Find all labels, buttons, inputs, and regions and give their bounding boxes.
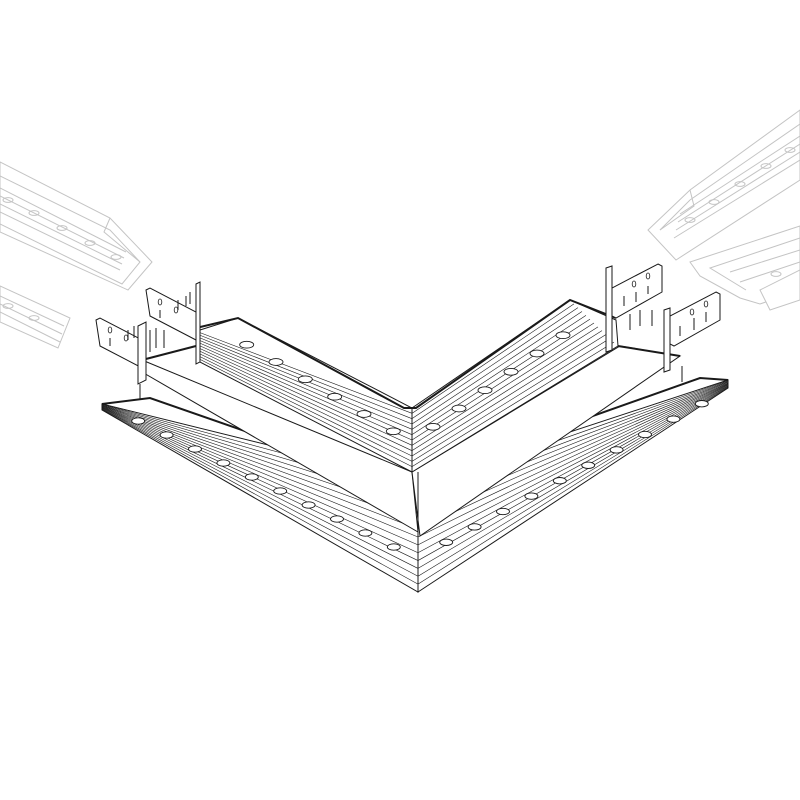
outer-right-flange-ribs	[417, 380, 729, 585]
mounting-hole	[273, 487, 288, 495]
mounting-hole	[216, 459, 231, 467]
mounting-hole	[524, 492, 539, 500]
flange-rib	[196, 352, 413, 457]
flange-rib	[411, 303, 575, 414]
straight-profile-right-holes	[684, 147, 796, 277]
flange-rib	[196, 354, 413, 462]
flange-rib	[198, 339, 413, 430]
flange-rib	[197, 349, 413, 451]
flange-rib	[417, 384, 729, 546]
flange-rib	[411, 307, 579, 419]
mounting-hole	[496, 507, 510, 516]
mounting-hole	[356, 410, 372, 418]
flange-rib	[197, 344, 413, 441]
mounting-hole	[503, 367, 519, 376]
mounting-clip-left-front	[95, 317, 165, 400]
flange-rib	[417, 383, 729, 538]
mounting-hole	[239, 340, 255, 349]
flange-rib	[101, 406, 419, 530]
flange-rib	[411, 326, 599, 446]
mounting-hole	[666, 415, 681, 423]
mounting-hole	[694, 400, 709, 408]
flange-rib	[411, 330, 603, 451]
mounting-hole	[581, 461, 596, 469]
mounting-hole	[439, 538, 454, 546]
mounting-hole	[555, 331, 571, 340]
flange-rib	[199, 332, 413, 414]
mounting-hole	[451, 404, 467, 413]
flange-rib	[101, 405, 419, 522]
flange-rib	[411, 338, 611, 462]
mounting-hole	[131, 417, 146, 425]
mounting-hole	[386, 543, 401, 551]
mounting-hole	[529, 349, 545, 358]
flange-rib	[197, 347, 413, 446]
mounting-hole	[327, 392, 343, 401]
mounting-hole	[301, 501, 316, 509]
straight-profile-right-bottom	[689, 225, 800, 311]
flange-rib	[417, 385, 729, 561]
mounting-hole	[244, 473, 259, 481]
mounting-hole	[467, 523, 482, 531]
mounting-hole	[425, 422, 441, 431]
mounting-hole	[638, 430, 652, 439]
clip-holes	[107, 272, 709, 342]
mounting-holes	[131, 331, 709, 551]
flange-rib	[101, 408, 419, 577]
flange-rib	[101, 406, 419, 538]
mounting-hole	[477, 386, 493, 395]
straight-profile-left-top	[0, 161, 153, 291]
flange-rib	[101, 408, 419, 569]
mounting-hole	[609, 446, 624, 454]
flange-rib	[411, 334, 607, 457]
flange-rib	[196, 357, 413, 467]
mounting-hole	[330, 515, 344, 523]
flange-rib	[411, 322, 595, 441]
mounting-hole	[188, 445, 202, 453]
mounting-hole	[552, 477, 567, 485]
straight-profile-right-top	[647, 109, 800, 261]
mounting-hole	[297, 375, 313, 384]
mounting-hole	[268, 358, 284, 366]
flange-rib	[411, 341, 615, 467]
upper-right-flange-ribs	[411, 303, 615, 467]
flange-rib	[101, 407, 419, 553]
flange-rib	[101, 409, 419, 585]
flange-rib	[198, 342, 413, 435]
mounting-hole	[358, 529, 373, 537]
mounting-hole	[385, 427, 401, 436]
straight-profile-left-bottom	[0, 285, 71, 349]
mounting-hole	[159, 431, 174, 439]
flange-rib	[101, 407, 419, 546]
straight-profile-left-holes	[2, 197, 122, 321]
flange-rib	[411, 311, 583, 425]
flange-rib	[417, 383, 729, 530]
